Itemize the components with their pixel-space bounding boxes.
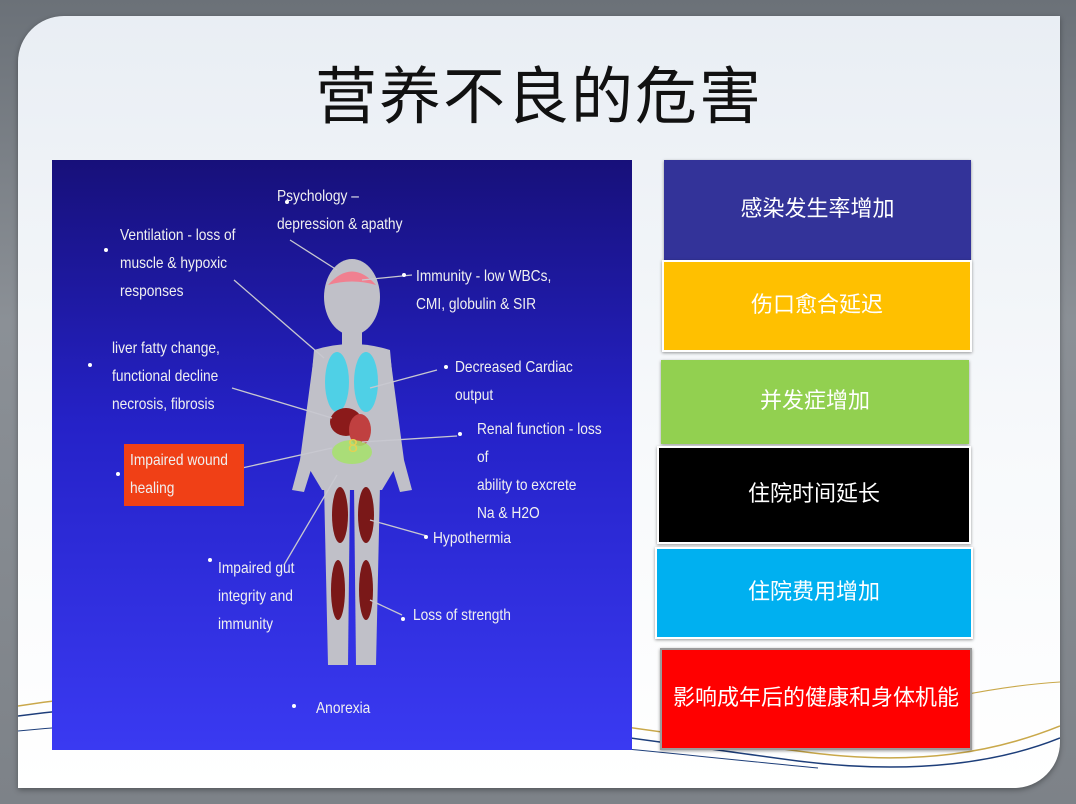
label-anorexia: Anorexia: [316, 700, 371, 717]
bullet-dot: [116, 472, 120, 476]
bullet-dot: [401, 617, 405, 621]
svg-text:8: 8: [348, 436, 358, 456]
label-liver: liver fatty change, functional decline n…: [112, 340, 220, 413]
slide-title: 营养不良的危害: [314, 60, 763, 133]
bullet-dot: [285, 200, 289, 204]
bullet-dot: [292, 704, 296, 708]
effect-box-complications: 并发症增加: [661, 360, 969, 444]
label-renal: Renal function - loss of ability to excr…: [477, 421, 602, 522]
bullet-dot: [458, 432, 462, 436]
effect-box-label: 感染发生率增加: [740, 197, 895, 222]
effect-box-hospital-stay: 住院时间延长: [657, 446, 971, 544]
effect-box-label: 伤口愈合延迟: [750, 293, 883, 318]
malnutrition-body-diagram: 8 Ventilation - loss of muscle & hypoxic…: [52, 160, 632, 750]
label-strength: Loss of strength: [413, 607, 511, 624]
bullet-dot: [424, 535, 428, 539]
label-wound: Impaired wound healing: [130, 452, 228, 497]
bullet-dot: [402, 273, 406, 277]
label-immunity: Immunity - low WBCs, CMI, globulin & SIR: [416, 268, 552, 313]
bullet-dot: [444, 365, 448, 369]
effect-box-label: 住院费用增加: [747, 580, 880, 605]
effect-box-label: 住院时间延长: [747, 482, 880, 507]
bullet-dot: [88, 363, 92, 367]
label-ventilation: Ventilation - loss of muscle & hypoxic r…: [120, 227, 236, 300]
effect-box-wound-healing: 伤口愈合延迟: [662, 260, 972, 352]
bullet-dot: [104, 248, 108, 252]
wound-highlight-box: [124, 444, 244, 506]
effect-box-hospital-cost: 住院费用增加: [655, 547, 973, 639]
label-cardiac: Decreased Cardiac output: [455, 359, 573, 404]
effect-box-infection: 感染发生率增加: [664, 160, 971, 260]
effect-box-label: 影响成年后的健康和身体机能: [672, 686, 959, 711]
effect-box-adult-health: 影响成年后的健康和身体机能: [660, 648, 972, 750]
label-hypothermia: Hypothermia: [433, 530, 512, 547]
effect-box-label: 并发症增加: [759, 389, 870, 414]
label-psychology: Psychology – depression & apathy: [277, 188, 403, 233]
label-gut: Impaired gut integrity and immunity: [218, 560, 295, 633]
body-illustration: 8: [231, 239, 458, 665]
bullet-dot: [208, 558, 212, 562]
